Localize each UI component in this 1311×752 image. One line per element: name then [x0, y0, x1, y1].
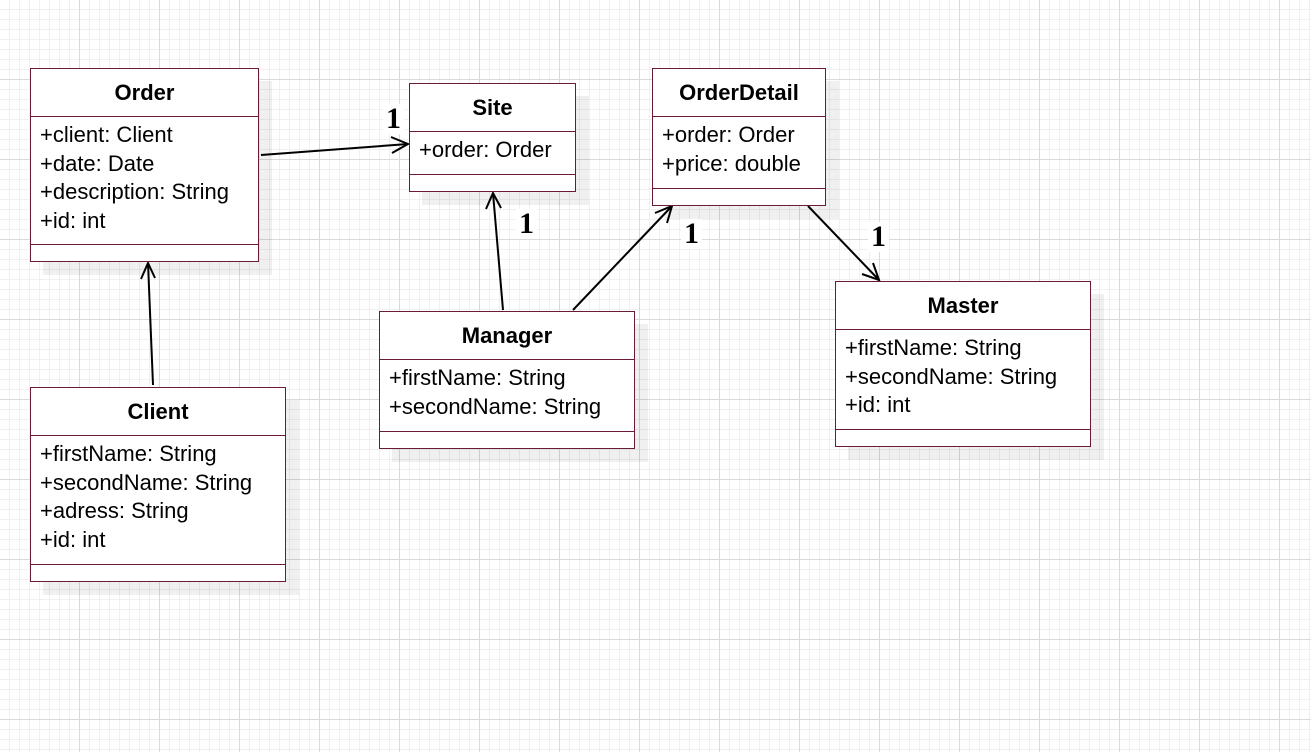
attribute: +id: int: [40, 207, 106, 233]
class-manager[interactable]: Manager +firstName: String +secondName: …: [379, 311, 635, 449]
attribute: +secondName: String: [40, 469, 253, 495]
multiplicity-orderdetail-master: 1: [868, 222, 889, 252]
arrowhead: [140, 260, 156, 280]
attribute: +secondName: String: [845, 363, 1058, 389]
class-orderdetail[interactable]: OrderDetail +order: Order +price: double: [652, 68, 826, 206]
class-client[interactable]: Client +firstName: String +secondName: S…: [30, 387, 286, 582]
arrowhead: [861, 262, 881, 282]
class-site[interactable]: Site +order: Order: [409, 83, 576, 192]
association-client-order: [147, 262, 154, 386]
attribute-list: +order: Order: [410, 132, 575, 175]
arrowhead: [654, 204, 674, 224]
attribute: +client: Client: [40, 122, 173, 147]
class-title: OrderDetail: [653, 69, 825, 117]
class-order[interactable]: Order +client: Client +date: Date +descr…: [30, 68, 259, 262]
attribute-list: +firstName: String +secondName: String +…: [836, 330, 1090, 430]
attribute-list: +firstName: String +secondName: String +…: [31, 436, 285, 565]
attribute: +adress: String: [40, 498, 189, 523]
attribute: +order: Order: [419, 137, 552, 162]
association-manager-orderdetail: [572, 205, 673, 311]
attribute-list: +firstName: String +secondName: String: [380, 360, 634, 432]
association-manager-site: [492, 192, 504, 311]
attribute: +id: int: [40, 526, 106, 552]
attribute: +description: String: [40, 179, 229, 204]
arrowhead: [485, 190, 502, 210]
multiplicity-manager-site: 1: [516, 209, 537, 239]
class-title: Site: [410, 84, 575, 132]
class-title: Order: [31, 69, 258, 117]
class-title: Manager: [380, 312, 634, 360]
class-title: Client: [31, 388, 285, 436]
attribute-list: +client: Client +date: Date +description…: [31, 117, 258, 245]
attribute: +firstName: String: [845, 335, 1022, 360]
attribute: +secondName: String: [389, 393, 602, 419]
association-order-site: [260, 143, 409, 156]
attribute: +firstName: String: [389, 365, 566, 390]
class-master[interactable]: Master +firstName: String +secondName: S…: [835, 281, 1091, 447]
attribute: +order: Order: [662, 122, 795, 147]
attribute: +price: double: [662, 150, 801, 176]
multiplicity-order-site: 1: [383, 104, 404, 134]
attribute: +firstName: String: [40, 441, 217, 466]
multiplicity-manager-orderdetail: 1: [681, 219, 702, 249]
class-title: Master: [836, 282, 1090, 330]
attribute: +id: int: [845, 392, 911, 417]
arrowhead: [390, 136, 411, 154]
association-orderdetail-master: [807, 205, 880, 281]
attribute: +date: Date: [40, 150, 155, 176]
attribute-list: +order: Order +price: double: [653, 117, 825, 189]
